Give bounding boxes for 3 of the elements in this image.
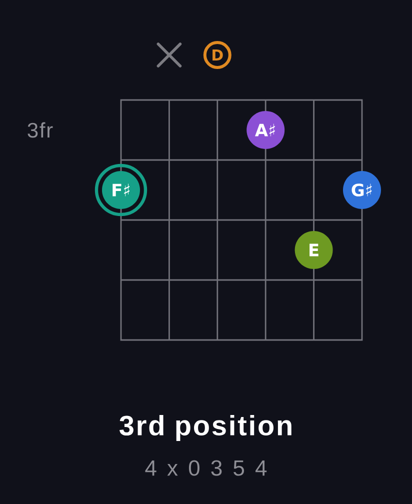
fingering-text: 4 x 0 3 5 4 xyxy=(145,460,267,476)
caption: 3rd position xyxy=(120,414,292,442)
fret-number: 3fr xyxy=(28,122,53,138)
